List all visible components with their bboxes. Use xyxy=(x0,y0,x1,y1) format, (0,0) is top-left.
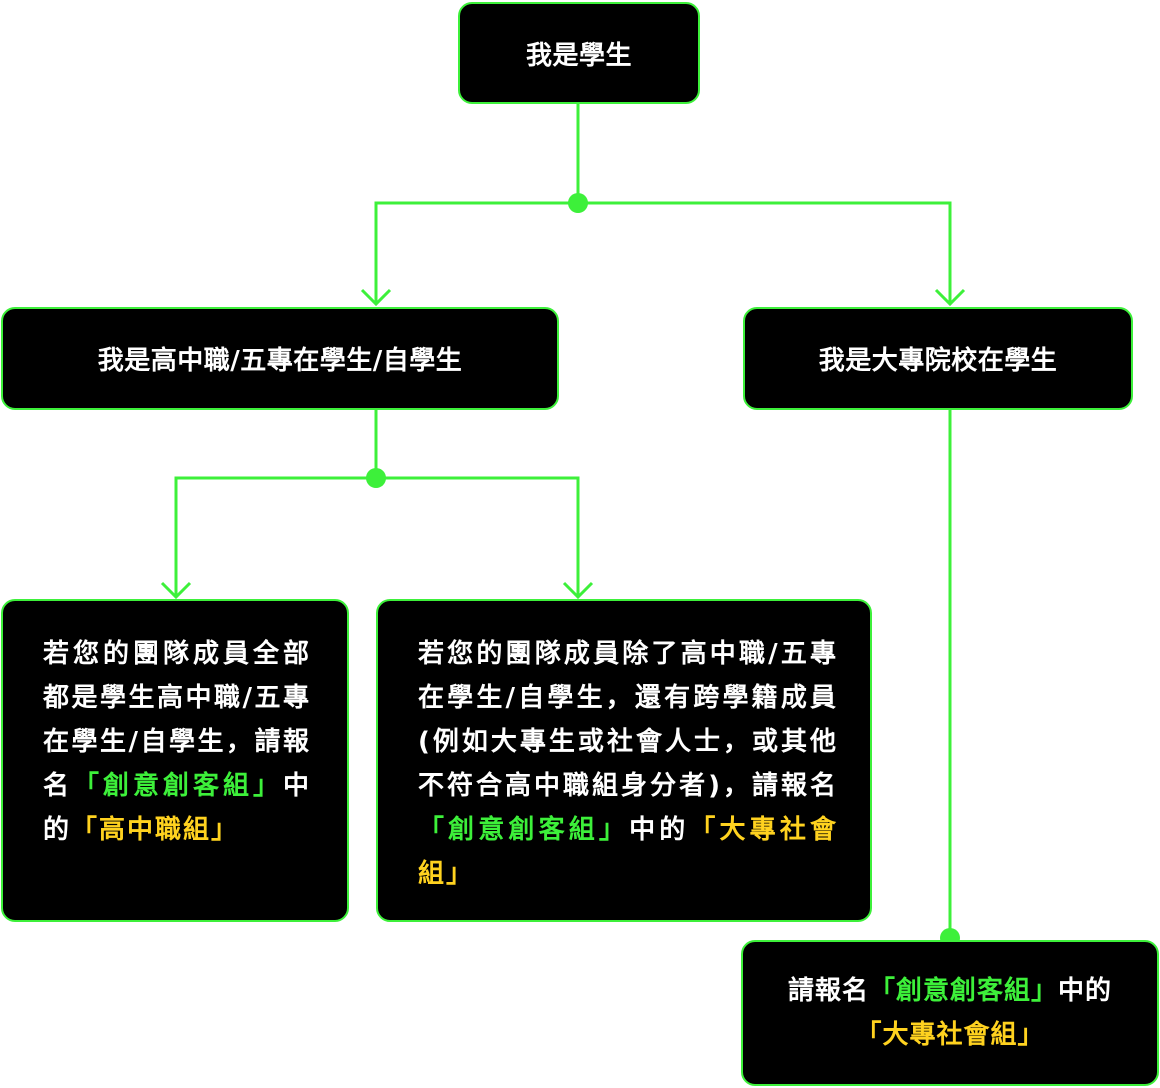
hs-mixed-instruction-text: 若您的團隊成員除了高中職/五專在學生/自學生，還有跨學籍成員(例如大專生或社會人… xyxy=(418,639,838,801)
college-result-category-maker: 「創意創客組」 xyxy=(868,976,1058,1006)
connector-split-to-college xyxy=(578,201,952,303)
connector-split-to-hs-mixed xyxy=(376,476,580,596)
hs-all-category-maker: 「創意創客組」 xyxy=(73,771,283,801)
node-hs-all-members: 若您的團隊成員全部都是學生高中職/五專在學生/自學生，請報名「創意創客組」中的「… xyxy=(1,599,349,922)
hs-mixed-category-maker: 「創意創客組」 xyxy=(418,815,630,845)
node-hs-all-members-text: 若您的團隊成員全部都是學生高中職/五專在學生/自學生，請報名「創意創客組」中的「… xyxy=(43,632,311,852)
node-i-am-student: 我是學生 xyxy=(458,2,700,104)
arrowhead-highschool xyxy=(360,288,392,307)
node-college-result-text: 請報名「創意創客組」中的「大專社會組」 xyxy=(771,969,1129,1057)
college-result-group-college-society: 「大專社會組」 xyxy=(855,1020,1045,1050)
hs-all-group-highschool: 「高中職組」 xyxy=(71,815,240,845)
hs-mixed-connector-text: 中的 xyxy=(629,815,690,845)
node-college-student: 我是大專院校在學生 xyxy=(743,307,1133,410)
node-college-result: 請報名「創意創客組」中的「大專社會組」 xyxy=(741,940,1159,1086)
node-college-student-label: 我是大專院校在學生 xyxy=(818,346,1058,376)
node-highschool-student-label: 我是高中職/五專在學生/自學生 xyxy=(97,346,463,376)
node-hs-mixed-members: 若您的團隊成員除了高中職/五專在學生/自學生，還有跨學籍成員(例如大專生或社會人… xyxy=(376,599,872,922)
hs-all-instruction-text: 若您的團隊成員全部都是學生高中職/五專在學生/自學生，請報名 xyxy=(43,639,311,801)
connector-split-to-highschool xyxy=(374,201,578,303)
arrowhead-hs-all xyxy=(160,581,192,600)
node-i-am-student-label: 我是學生 xyxy=(525,40,632,71)
node-hs-mixed-members-text: 若您的團隊成員除了高中職/五專在學生/自學生，還有跨學籍成員(例如大專生或社會人… xyxy=(418,632,838,896)
hs-mixed-group-college-society: 「大專社會組」 xyxy=(418,815,838,889)
college-result-connector-text: 中的 xyxy=(1058,976,1113,1006)
junction-dot-highschool xyxy=(366,468,386,488)
node-highschool-student: 我是高中職/五專在學生/自學生 xyxy=(1,307,559,410)
junction-dot-root xyxy=(568,193,588,213)
college-result-instruction-text: 請報名 xyxy=(787,976,869,1006)
connector-split-to-hs-all xyxy=(174,476,376,596)
hs-all-connector-text: 中的 xyxy=(43,771,311,845)
arrowhead-hs-mixed xyxy=(562,581,594,600)
arrowhead-college xyxy=(934,288,966,307)
